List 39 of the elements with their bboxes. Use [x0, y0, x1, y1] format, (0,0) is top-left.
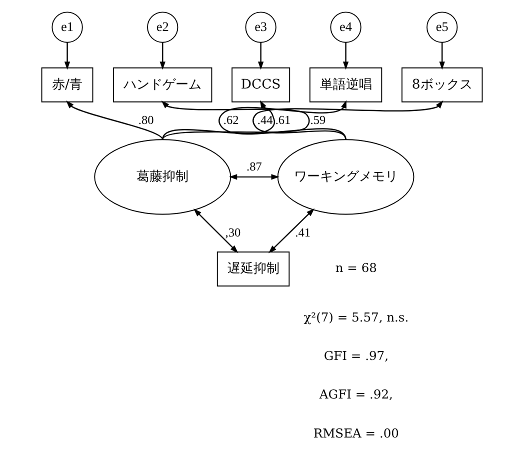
label: RMSEA = .00 [312, 426, 398, 440]
node-box: 遅延抑制 [216, 252, 290, 286]
node-box: DCCS [231, 67, 290, 102]
edge-label: .62 [222, 112, 238, 127]
arrow [228, 174, 279, 180]
node-ellipse: ワーキングメモリ [276, 139, 414, 215]
edge-label: .61 [274, 112, 290, 127]
arrow [66, 100, 163, 140]
arrow [159, 42, 165, 70]
arrow [218, 100, 346, 140]
node-box: 赤/青 [40, 67, 93, 102]
arrow [160, 100, 310, 140]
node-ellipse: 葛藤抑制 [94, 139, 231, 215]
edge-label: .87 [246, 160, 262, 174]
label: AGFI = .92, [318, 388, 392, 402]
edge-label: .44 [256, 112, 272, 127]
node-circle: e4 [330, 12, 361, 43]
arrow [193, 208, 238, 254]
arrow [257, 42, 264, 70]
arrow [268, 208, 314, 254]
label: χ²(7) = 5.57, n.s. [303, 310, 408, 324]
node-circle: e2 [146, 12, 178, 43]
node-circle: e5 [426, 12, 458, 43]
arrow [162, 100, 275, 140]
edge-label: .41 [294, 225, 310, 240]
arrow [342, 42, 348, 70]
label: n = 68 [334, 261, 376, 276]
node-box: 単語逆唱 [308, 67, 382, 102]
edge-label: ,30 [224, 225, 240, 240]
label: GFI = .97, [323, 349, 388, 364]
arrow [64, 42, 70, 70]
node-circle: e1 [51, 12, 82, 43]
edge-label: .80 [138, 112, 154, 127]
arrow [438, 42, 444, 70]
edge-label: .59 [310, 112, 326, 127]
node-circle: e3 [244, 12, 276, 43]
node-box: ハンドゲーム [112, 67, 212, 102]
arrow [252, 100, 443, 140]
node-box: 8ボックス [401, 67, 482, 102]
